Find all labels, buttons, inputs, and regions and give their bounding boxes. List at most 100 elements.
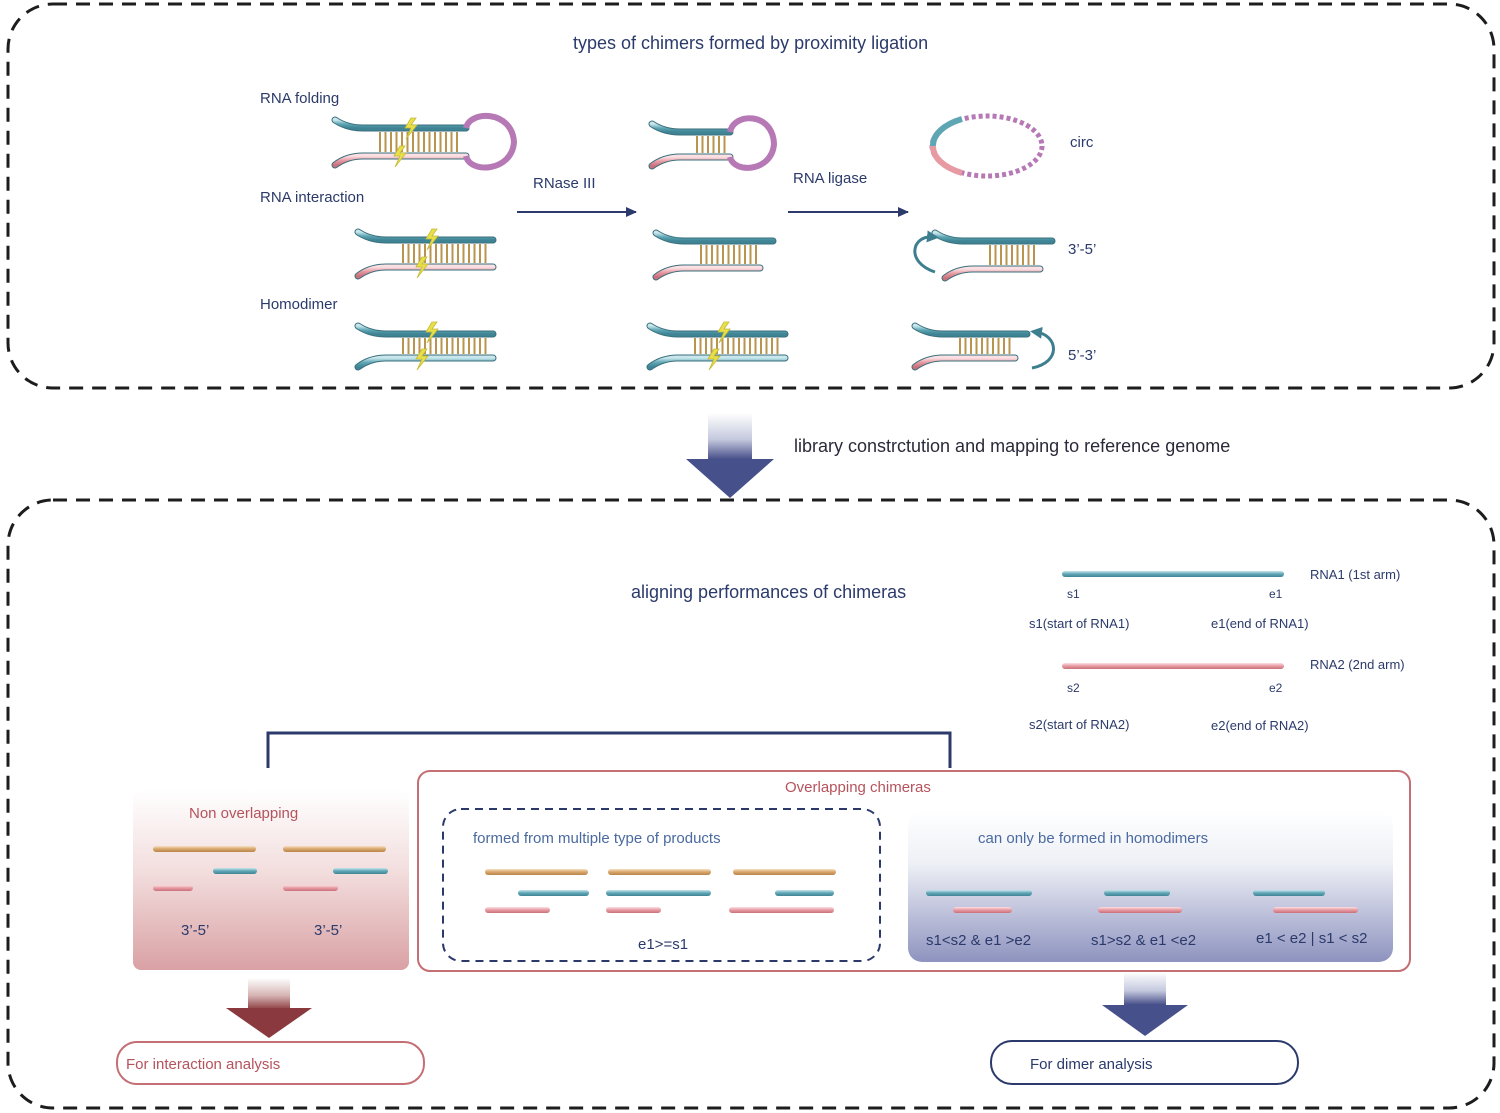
circ-product <box>929 113 1045 179</box>
homodimer-title: can only be formed in homodimers <box>978 830 1209 847</box>
rna-strand-top <box>647 323 788 337</box>
rna-duplex-layer <box>331 112 1056 371</box>
multi-products-box <box>442 808 881 962</box>
s2-desc: s2(start of RNA2) <box>1029 717 1130 732</box>
rna1-label: RNA1 (1st arm) <box>1310 567 1401 582</box>
row-label-rna-folding: RNA folding <box>260 90 340 107</box>
lightning-bolt-icon <box>393 145 407 168</box>
dimer-analysis-label: For dimer analysis <box>1030 1056 1153 1073</box>
rna2-label: RNA2 (2nd arm) <box>1310 657 1405 672</box>
tan-read-bar <box>608 869 711 875</box>
rna-strand-bottom <box>647 355 788 370</box>
lightning-bolt-icon <box>707 348 721 371</box>
rna-strand-top <box>649 121 733 135</box>
tan-read-bar <box>153 846 256 852</box>
top-panel-border <box>6 2 1496 390</box>
interaction-duplex-before <box>354 228 497 280</box>
rna1-arm-bar <box>1253 890 1325 896</box>
product-label-3-5: 3’-5’ <box>1068 241 1097 258</box>
interaction-duplex-ligated <box>931 229 1056 282</box>
bottom-panel-border <box>6 498 1496 1110</box>
rna1-arm-bar <box>775 890 834 896</box>
step-label-rnase: RNase III <box>533 175 596 192</box>
homodimer-duplex-before <box>354 321 497 371</box>
rna2-arm-bar <box>1273 907 1358 913</box>
interaction-duplex-after <box>652 229 777 281</box>
rna1-legend-line <box>1062 571 1284 577</box>
tan-read-bar <box>283 846 386 852</box>
alignment-bars-layer <box>153 846 1358 913</box>
ligation-arrow-3-5 <box>913 230 939 274</box>
ligation-arrow-5-3 <box>1030 326 1055 370</box>
rna2-legend-line <box>1062 663 1284 669</box>
rna-strand-bottom <box>942 266 1043 281</box>
rna-strand-bottom <box>912 355 1018 370</box>
rna-strand-bottom <box>332 153 469 168</box>
overlapping-box <box>417 770 1411 972</box>
bottom-panel-title: aligning performances of chimeras <box>631 582 907 602</box>
lightning-bolt-icon <box>404 117 418 140</box>
multi-products-title: formed from multiple type of products <box>473 830 721 847</box>
dimer-analysis-box <box>990 1040 1299 1085</box>
folding-duplex-after <box>648 115 778 171</box>
homodimer-condition-2: s1>s2 & e1 <e2 <box>1091 932 1197 949</box>
rna1-arm-bar <box>606 890 711 896</box>
homodimer-condition-1: s1<s2 & e1 >e2 <box>926 932 1032 949</box>
rna2-arm-bar <box>953 907 1012 913</box>
rna1-arm-bar <box>213 868 257 874</box>
interaction-down-arrow <box>226 978 312 1038</box>
e2-desc: e2(end of RNA2) <box>1211 718 1309 733</box>
folding-duplex-before <box>331 112 518 171</box>
tan-read-bar <box>485 869 588 875</box>
lightning-bolt-icon <box>415 256 429 279</box>
rna-strand-bottom <box>653 265 763 280</box>
non-overlapping-caption-2: 3’-5’ <box>314 922 343 939</box>
library-down-arrow <box>686 413 774 498</box>
tan-read-bar <box>733 869 836 875</box>
hairpin-loop <box>727 115 778 171</box>
library-step-label: library constrctution and mapping to ref… <box>794 436 1231 456</box>
homodimer-box <box>908 811 1393 962</box>
overlapping-title: Overlapping chimeras <box>785 779 931 796</box>
rna2-arm-bar <box>729 907 834 913</box>
non-overlapping-caption-1: 3’-5’ <box>181 922 210 939</box>
rna-strand-bottom <box>649 154 733 169</box>
rna2-arm-bar <box>1098 907 1182 913</box>
dimer-down-arrow <box>1102 972 1188 1036</box>
rna1-arm-bar <box>333 868 388 874</box>
rna1-arm-bar <box>1104 890 1170 896</box>
s2-label: s2 <box>1067 681 1080 695</box>
rna1-arm-bar <box>926 890 1032 896</box>
multi-products-condition: e1>=s1 <box>638 936 689 953</box>
row-label-homodimer: Homodimer <box>260 296 338 313</box>
rna-strand-top <box>355 229 496 243</box>
row-label-rna-interaction: RNA interaction <box>260 189 365 206</box>
interaction-analysis-label: For interaction analysis <box>126 1056 281 1073</box>
lightning-bolt-icon <box>717 321 731 344</box>
homodimer-duplex-ligated <box>911 322 1031 371</box>
lightning-bolt-icon <box>425 228 439 251</box>
lightning-bolt-icon <box>425 321 439 344</box>
rna-strand-top <box>355 323 496 337</box>
rna-strand-bottom <box>355 264 496 279</box>
step-label-ligase: RNA ligase <box>793 170 868 187</box>
top-panel-title: types of chimers formed by proximity lig… <box>573 33 929 53</box>
rna2-arm-bar <box>485 907 550 913</box>
s1-label: s1 <box>1067 587 1080 601</box>
branch-bracket <box>266 731 952 768</box>
rna1-arm-bar <box>518 890 589 896</box>
rna-strand-top <box>332 117 469 131</box>
rna-strand-top <box>912 323 1030 337</box>
hairpin-loop <box>463 112 518 171</box>
s1-desc: s1(start of RNA1) <box>1029 616 1130 631</box>
non-overlapping-title: Non overlapping <box>189 805 299 822</box>
product-label-5-3: 5’-3’ <box>1068 347 1097 364</box>
e1-label: e1 <box>1269 587 1283 601</box>
rna2-arm-bar <box>153 885 193 891</box>
rna2-arm-bar <box>283 885 338 891</box>
product-label-circ: circ <box>1070 134 1094 151</box>
homodimer-condition-3: e1 < e2 | s1 < s2 <box>1256 930 1368 947</box>
interaction-analysis-box <box>116 1041 425 1085</box>
non-overlapping-box <box>133 790 409 970</box>
